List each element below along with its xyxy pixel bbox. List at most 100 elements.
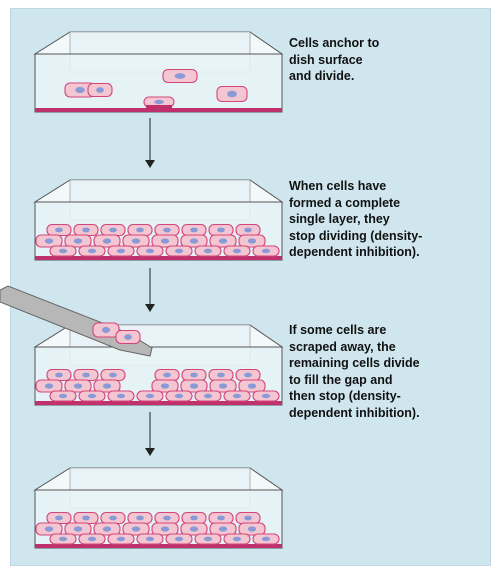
cell-nucleus xyxy=(175,73,186,79)
cell xyxy=(50,534,76,544)
cell-nucleus xyxy=(136,516,144,521)
cell-nucleus xyxy=(190,373,198,378)
cell xyxy=(65,523,91,535)
cell xyxy=(152,235,178,247)
cell xyxy=(50,246,76,256)
cell xyxy=(101,513,125,524)
cell xyxy=(94,380,120,392)
arrow-head xyxy=(145,160,155,168)
cell xyxy=(128,225,152,236)
cell-nucleus xyxy=(175,394,183,398)
cell-nucleus xyxy=(82,373,90,378)
cell-nucleus xyxy=(248,383,256,388)
cell xyxy=(101,370,125,381)
cell-nucleus xyxy=(45,238,53,243)
scraped-cell xyxy=(93,323,119,337)
cell xyxy=(155,225,179,236)
cell-nucleus xyxy=(154,100,164,104)
cell xyxy=(101,225,125,236)
cell-nucleus xyxy=(55,228,63,233)
cell-nucleus xyxy=(88,537,96,541)
cell-nucleus xyxy=(190,516,198,521)
dish-floor xyxy=(35,401,282,405)
cell-nucleus xyxy=(248,526,256,531)
cell-nucleus xyxy=(146,537,154,541)
cell xyxy=(36,380,62,392)
cell xyxy=(181,523,207,535)
cell xyxy=(123,235,149,247)
cell-nucleus xyxy=(244,228,252,233)
cell-nucleus xyxy=(136,228,144,233)
cell xyxy=(253,391,279,401)
dish-4 xyxy=(35,468,282,548)
cell-nucleus xyxy=(45,383,53,388)
cell-nucleus xyxy=(163,373,171,378)
dish-3 xyxy=(35,325,282,405)
cell xyxy=(236,513,260,524)
cell-nucleus xyxy=(204,394,212,398)
cell-nucleus xyxy=(190,383,198,388)
cell xyxy=(166,246,192,256)
cell-nucleus xyxy=(244,373,252,378)
cell-nucleus xyxy=(244,516,252,521)
dish-floor xyxy=(35,256,282,260)
cell xyxy=(155,513,179,524)
cell-nucleus xyxy=(45,526,53,531)
cell xyxy=(166,534,192,544)
cell xyxy=(182,513,206,524)
cell-nucleus xyxy=(124,334,132,340)
cell-nucleus xyxy=(219,526,227,531)
cell xyxy=(209,370,233,381)
cell-nucleus xyxy=(163,228,171,233)
cell xyxy=(195,391,221,401)
cell-nucleus xyxy=(262,249,270,253)
cell xyxy=(210,380,236,392)
cell xyxy=(224,534,250,544)
cell-nucleus xyxy=(262,537,270,541)
cell xyxy=(209,225,233,236)
cell xyxy=(36,235,62,247)
cell-nucleus xyxy=(146,249,154,253)
cell xyxy=(163,70,197,83)
cell-nucleus xyxy=(82,228,90,233)
cell xyxy=(166,391,192,401)
cell-nucleus xyxy=(74,383,82,388)
cell-nucleus xyxy=(219,383,227,388)
cell xyxy=(79,246,105,256)
arrow-head xyxy=(145,448,155,456)
cell-nucleus xyxy=(190,526,198,531)
cell xyxy=(152,523,178,535)
cell-nucleus xyxy=(217,516,225,521)
cell xyxy=(224,246,250,256)
cell xyxy=(224,391,250,401)
cell-nucleus xyxy=(233,537,241,541)
cell-nucleus xyxy=(190,238,198,243)
cell-nucleus xyxy=(103,383,111,388)
cell xyxy=(137,391,163,401)
cell xyxy=(47,513,71,524)
cell xyxy=(79,534,105,544)
cell-nucleus xyxy=(161,238,169,243)
cell-nucleus xyxy=(103,526,111,531)
cell-nucleus xyxy=(74,238,82,243)
cell-nucleus xyxy=(175,537,183,541)
cell-nucleus xyxy=(75,87,85,93)
cell xyxy=(210,523,236,535)
cell xyxy=(195,246,221,256)
cell-nucleus xyxy=(88,249,96,253)
cell xyxy=(108,391,134,401)
cell xyxy=(47,225,71,236)
cell-nucleus xyxy=(117,249,125,253)
cell xyxy=(50,391,76,401)
down-arrow-1 xyxy=(145,118,155,168)
cell-nucleus xyxy=(117,537,125,541)
cell xyxy=(239,235,265,247)
cell xyxy=(74,370,98,381)
arrow-head xyxy=(145,304,155,312)
cell xyxy=(79,391,105,401)
step-3-caption: If some cells are scraped away, the rema… xyxy=(289,322,485,421)
cell-nucleus xyxy=(217,228,225,233)
cell xyxy=(239,380,265,392)
cell xyxy=(94,523,120,535)
